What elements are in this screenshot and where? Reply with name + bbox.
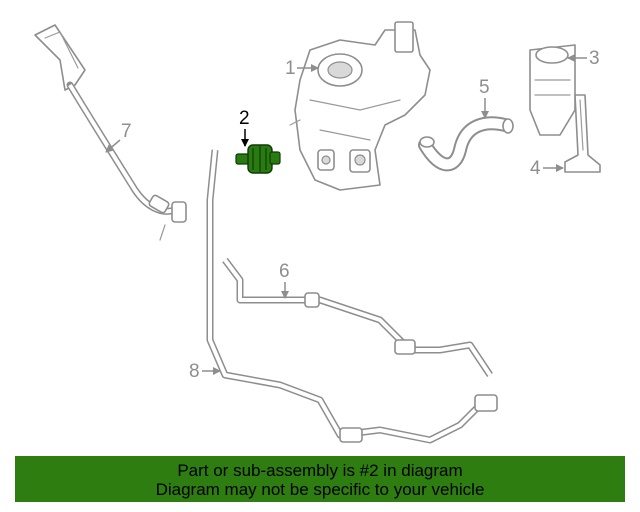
part-3-bracket [529,44,576,136]
part-2-highlighted [235,144,281,174]
callout-8: 8 [189,361,221,382]
svg-text:6: 6 [279,261,290,282]
svg-text:1: 1 [285,58,296,79]
svg-text:7: 7 [121,121,132,142]
callout-6: 6 [279,261,290,299]
part-4-stand [564,94,601,173]
svg-text:2: 2 [239,108,250,129]
svg-text:3: 3 [589,48,600,69]
callout-4: 4 [530,158,564,179]
callout-2: 2 [239,108,250,147]
banner-line-part: Part or sub-assembly is #2 in diagram [177,461,463,480]
svg-text:4: 4 [530,158,541,179]
part-8-line [206,149,498,444]
callout-3: 3 [567,48,600,69]
callout-5: 5 [479,77,490,119]
svg-text:5: 5 [479,77,490,98]
callout-7: 7 [105,121,132,153]
part-1-pump-assembly [289,21,431,191]
callout-1: 1 [285,58,319,79]
part-7-hose [34,24,187,241]
info-banner: Part or sub-assembly is #2 in diagram Di… [15,456,625,502]
svg-text:8: 8 [189,361,200,382]
part-5-hose [418,116,514,172]
banner-line-disclaimer: Diagram may not be specific to your vehi… [155,480,485,499]
part-6-line [222,257,493,377]
